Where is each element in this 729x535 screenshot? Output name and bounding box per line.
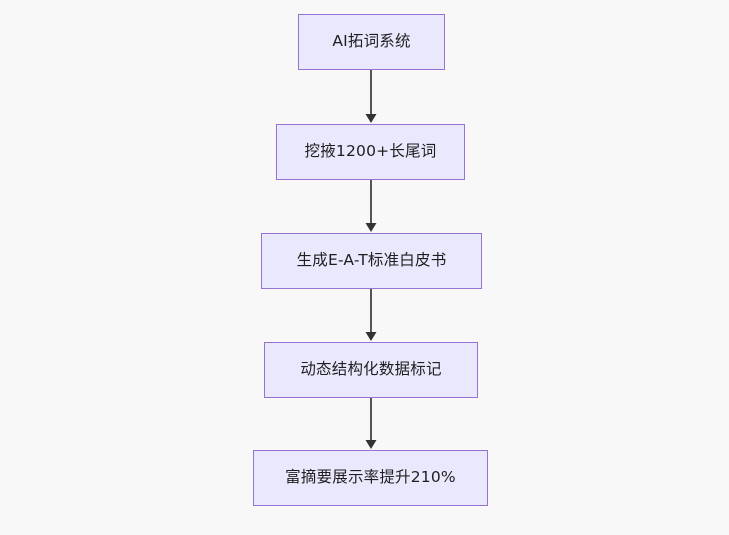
flowchart-node-label: 富摘要展示率提升210% <box>285 468 456 487</box>
flowchart-node-label: AI拓词系统 <box>332 32 411 51</box>
arrowhead-down-icon <box>365 223 377 232</box>
edge-node-3-to-node-4 <box>365 289 377 341</box>
flowchart-node-label: 生成E-A-T标准白皮书 <box>296 251 447 270</box>
edge-node-1-to-node-2 <box>365 70 377 123</box>
edge-node-2-to-node-3 <box>365 180 377 232</box>
arrowhead-down-icon <box>365 114 377 123</box>
arrowhead-down-icon <box>365 440 377 449</box>
flowchart-node-2[interactable]: 挖掖1200+长尾词 <box>276 124 465 180</box>
flowchart-node-5[interactable]: 富摘要展示率提升210% <box>253 450 488 506</box>
flowchart-node-4[interactable]: 动态结构化数据标记 <box>264 342 478 398</box>
flowchart-node-3[interactable]: 生成E-A-T标准白皮书 <box>261 233 482 289</box>
flowchart-node-1[interactable]: AI拓词系统 <box>298 14 445 70</box>
arrowhead-down-icon <box>365 332 377 341</box>
flowchart-node-label: 挖掖1200+长尾词 <box>304 142 437 161</box>
edge-node-4-to-node-5 <box>365 398 377 449</box>
flowchart-node-label: 动态结构化数据标记 <box>300 360 442 379</box>
